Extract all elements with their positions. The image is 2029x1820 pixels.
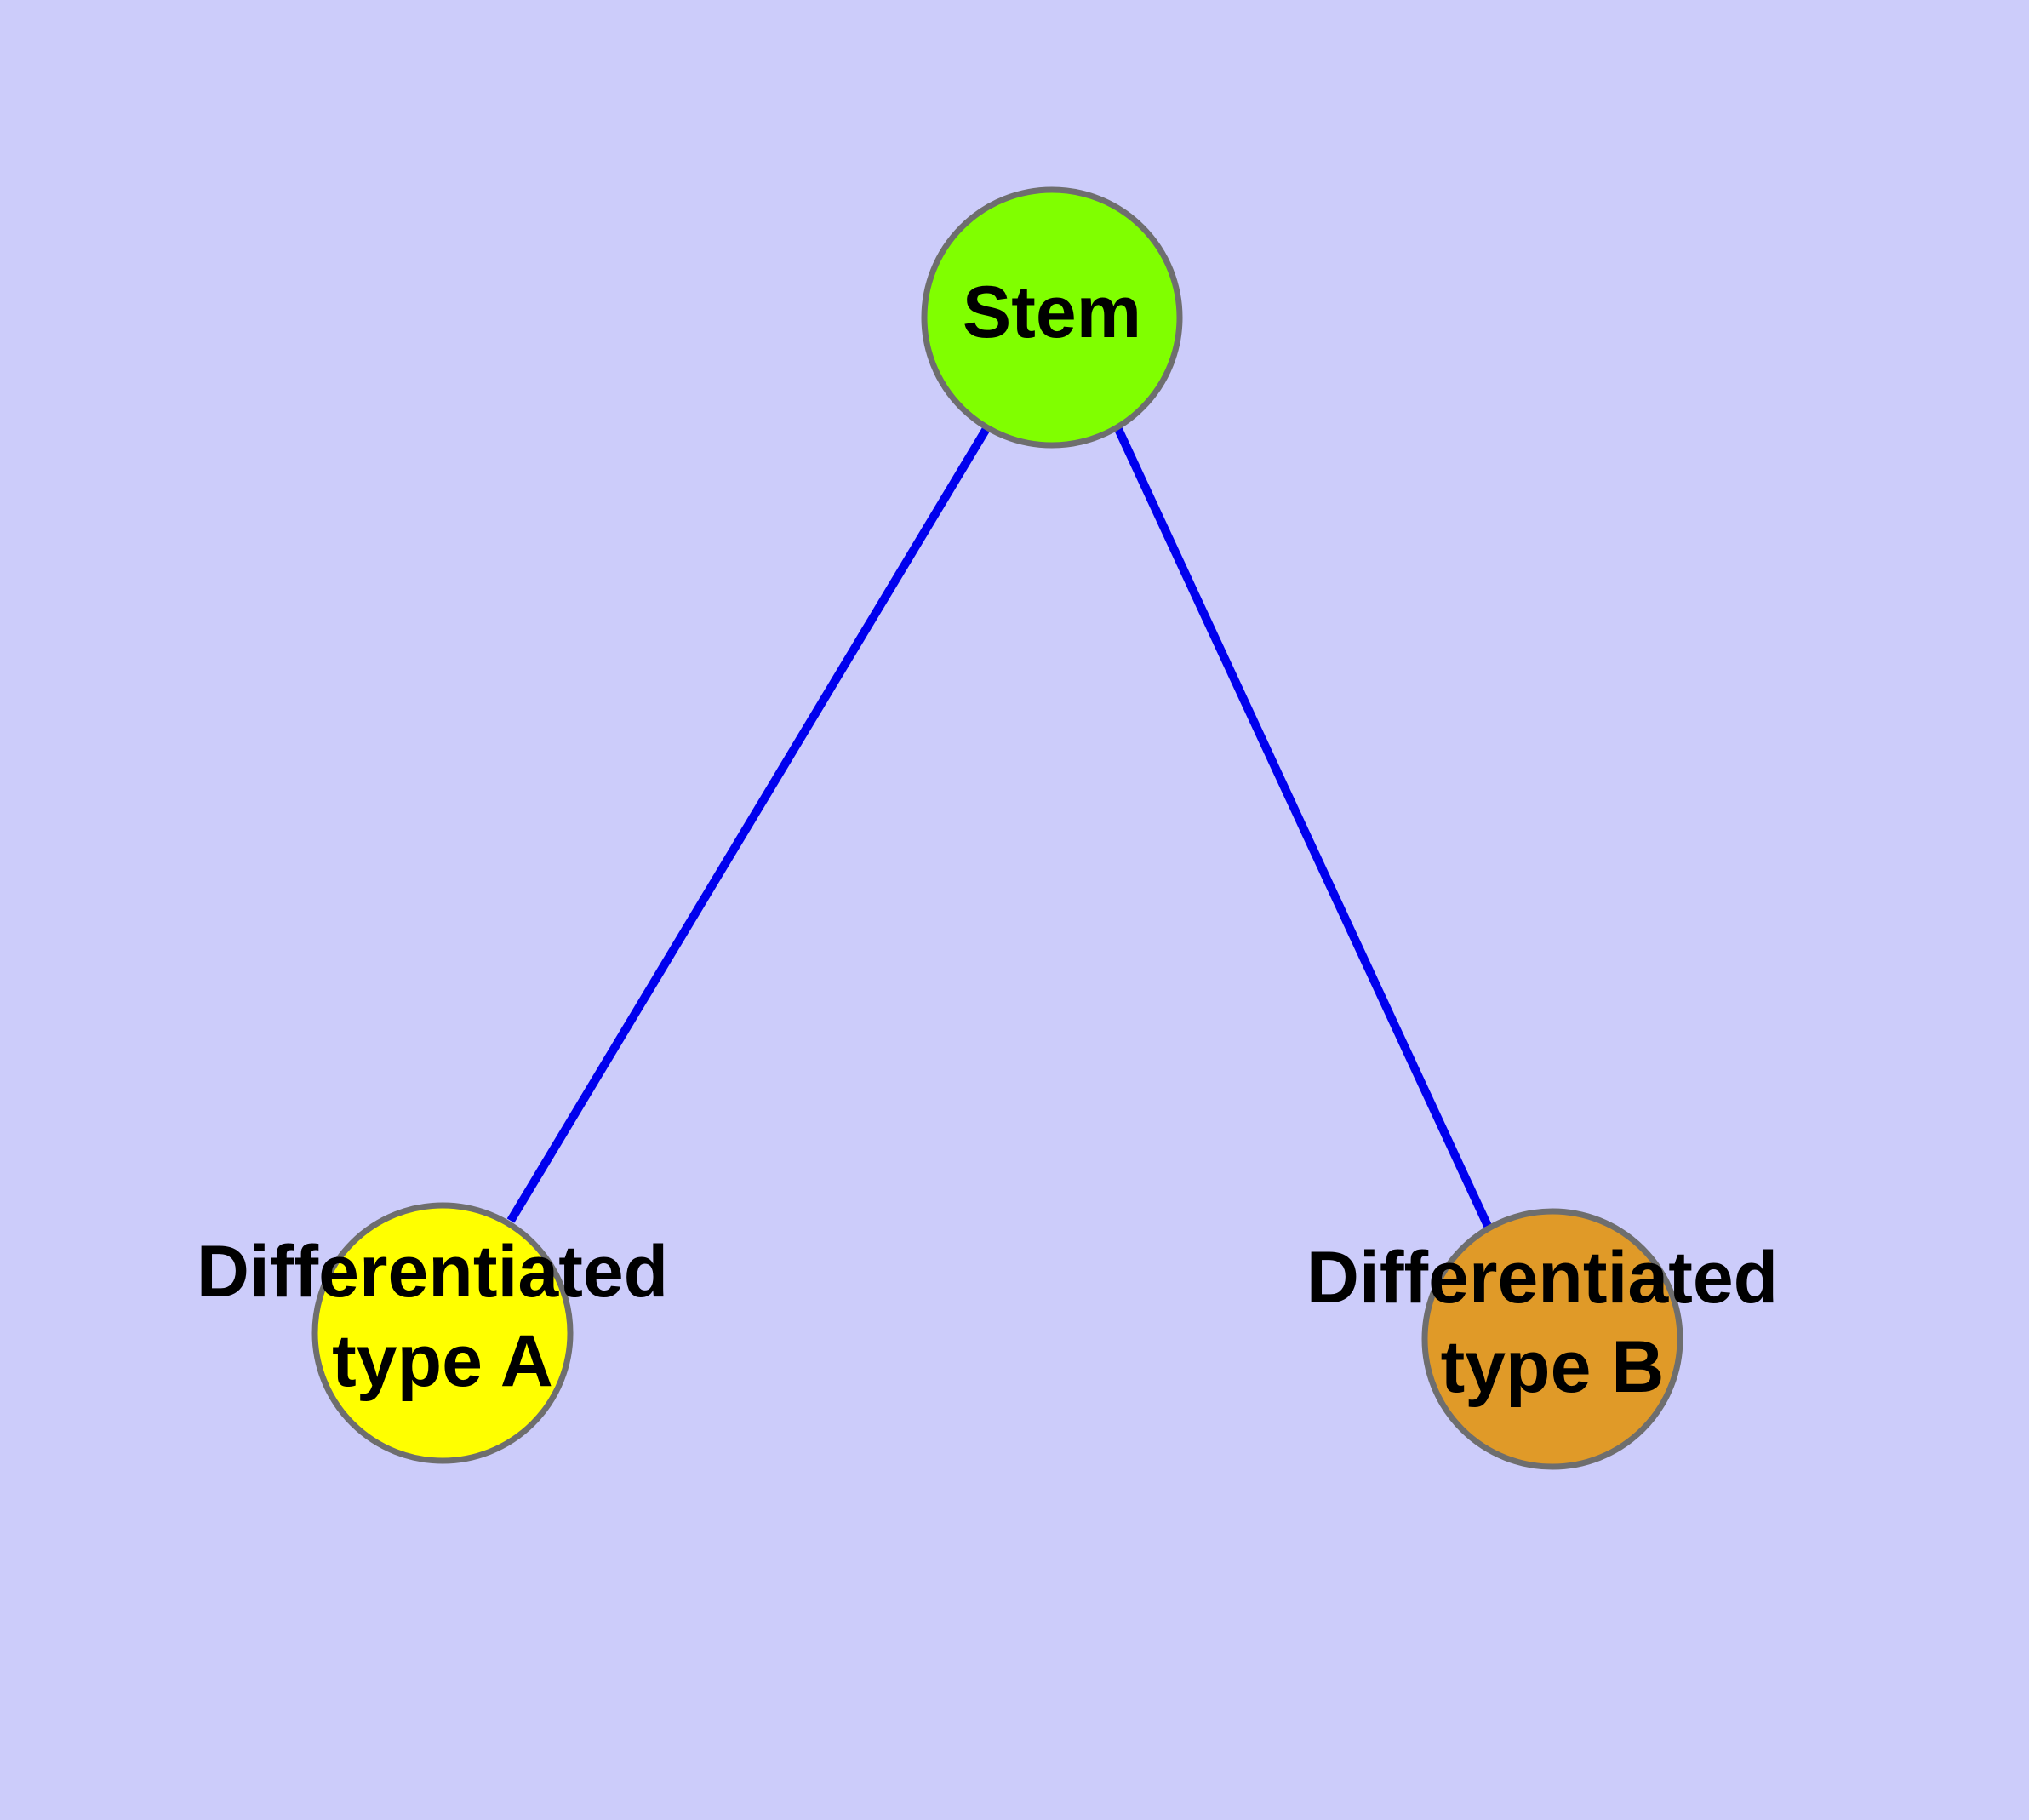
node-stem[interactable]: Stem bbox=[921, 186, 1183, 449]
node-differentiated-type-b-circle[interactable] bbox=[1421, 1208, 1683, 1470]
node-differentiated-type-a-label-line-2: type A bbox=[332, 1320, 553, 1402]
node-differentiated-type-b[interactable]: Differentiated type B bbox=[1306, 1208, 1798, 1470]
node-differentiated-type-a[interactable]: Differentiated type A bbox=[197, 1202, 689, 1464]
node-stem-circle[interactable] bbox=[921, 186, 1183, 449]
node-differentiated-type-a-label: Differentiated type A bbox=[197, 1231, 689, 1402]
node-differentiated-type-b-label-line-2: type B bbox=[1441, 1326, 1665, 1408]
edge-stem-to-type-a[interactable] bbox=[506, 425, 992, 1223]
node-differentiated-type-a-label-line-1: Differentiated bbox=[197, 1231, 668, 1313]
node-differentiated-type-a-circle[interactable] bbox=[311, 1202, 574, 1464]
node-stem-label: Stem bbox=[963, 272, 1141, 353]
node-stem-label-line-1: Stem bbox=[963, 272, 1141, 353]
node-differentiated-type-b-label-line-1: Differentiated bbox=[1306, 1237, 1778, 1319]
node-layer: Stem Differentiated type A Differentiate… bbox=[197, 186, 1798, 1470]
edge-stem-to-type-b[interactable] bbox=[1113, 425, 1492, 1228]
edge-layer bbox=[506, 425, 1492, 1228]
node-differentiated-type-b-label: Differentiated type B bbox=[1306, 1237, 1798, 1408]
